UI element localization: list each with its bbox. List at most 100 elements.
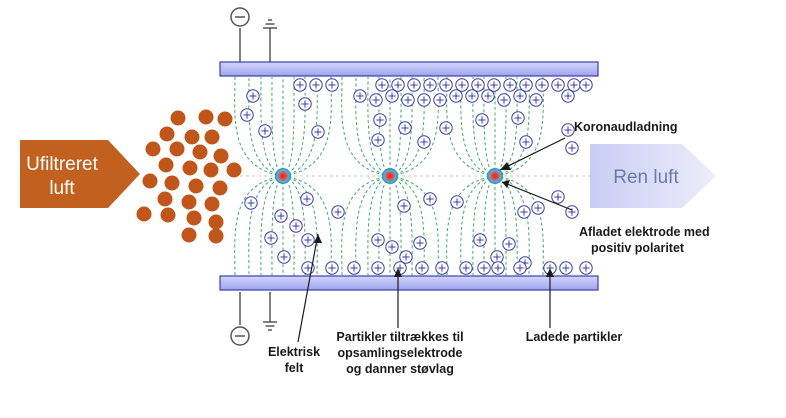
field-label-line2: felt	[285, 361, 305, 375]
charged-particle	[449, 89, 463, 103]
field-line	[355, 76, 391, 177]
field-line	[355, 175, 391, 277]
inlet-label-line2: luft	[49, 178, 75, 199]
corona-electrode-2	[382, 168, 398, 184]
charged-particle	[502, 237, 516, 251]
field-line	[472, 175, 496, 277]
bottom-ground-icon	[263, 292, 277, 331]
charged-particle	[491, 261, 505, 275]
charged-particle	[551, 78, 565, 92]
dust-particle	[160, 207, 176, 223]
dust-particle	[212, 180, 228, 196]
dust-particle	[217, 111, 233, 127]
charged-particle	[293, 78, 307, 92]
dust-particle	[182, 160, 198, 176]
bottom-terminal-group	[230, 292, 277, 346]
dust-particle	[157, 191, 173, 207]
charged-particle	[398, 121, 412, 135]
charged-particle	[433, 93, 447, 107]
electrode-label-line1: Afladet elektrode med	[579, 225, 710, 239]
dust-particle	[136, 206, 152, 222]
dust-particle	[203, 162, 219, 178]
callout-arrowheads	[314, 162, 554, 277]
corona-label: Koronaudladning	[574, 120, 677, 134]
charged-particle	[309, 78, 323, 92]
outlet-label: Ren luft	[613, 167, 679, 188]
charged-label: Ladede partikler	[526, 330, 623, 344]
charged-particle	[240, 108, 254, 122]
charged-particle	[417, 93, 431, 107]
charged-particle	[399, 250, 413, 264]
charged-particle	[371, 261, 385, 275]
charged-particle	[481, 89, 495, 103]
charged-particle	[535, 78, 549, 92]
charged-particle	[371, 133, 385, 147]
field-label-line1: Elektrisk	[268, 345, 320, 359]
dust-particle	[198, 109, 214, 125]
charged-particle	[551, 190, 565, 204]
field-line	[494, 76, 518, 177]
charged-particle	[459, 261, 473, 275]
charged-particle	[401, 93, 415, 107]
inlet-label-line1: Ufiltreret	[26, 154, 99, 175]
attract-label-line1: Partikler tiltrækkes til	[336, 330, 463, 344]
inlet-arrow: Ufiltreret luft	[20, 140, 140, 208]
charged-particle	[519, 78, 533, 92]
charged-particle	[511, 111, 525, 125]
dust-particle	[192, 144, 208, 160]
field-line	[460, 175, 496, 277]
corona-electrode-3	[487, 168, 503, 184]
corona-electrode-1	[275, 168, 291, 184]
charged-particle	[471, 78, 485, 92]
dust-particle	[188, 178, 204, 194]
charged-particle	[407, 78, 421, 92]
field-line	[234, 175, 284, 277]
attract-label-line2: opsamlingselektrode	[337, 346, 462, 360]
dust-particle	[142, 173, 158, 189]
charged-particle	[561, 89, 575, 103]
field-line	[494, 76, 507, 177]
charged-particle	[289, 219, 303, 233]
charged-particle	[413, 236, 427, 250]
charged-particle	[325, 78, 339, 92]
dust-particle	[208, 228, 224, 244]
charged-particle	[369, 93, 383, 107]
field-line	[341, 175, 391, 277]
charged-particle	[567, 78, 581, 92]
charged-particle	[497, 93, 511, 107]
charged-particle	[325, 261, 339, 275]
charged-particle	[417, 135, 431, 149]
charged-particle	[531, 201, 545, 215]
dust-particles	[136, 109, 242, 244]
charged-particle	[561, 123, 575, 137]
field-line	[260, 175, 284, 277]
field-line	[378, 175, 391, 277]
charged-particle	[559, 261, 573, 275]
charged-particle	[435, 261, 449, 275]
charged-particle	[503, 78, 517, 92]
dust-particle	[145, 141, 161, 157]
charged-particle	[565, 141, 579, 155]
dust-particle	[181, 194, 197, 210]
field-line	[260, 76, 284, 177]
top-ground-icon	[263, 19, 277, 62]
field-line	[282, 76, 318, 177]
dust-particle	[170, 110, 186, 126]
dust-particle	[213, 148, 229, 164]
field-line	[389, 76, 425, 177]
charged-particle	[385, 240, 399, 254]
field-line	[389, 175, 402, 277]
charged-particle	[300, 192, 314, 206]
charged-particle	[371, 233, 385, 247]
charged-particle	[311, 125, 325, 139]
charged-particle	[391, 78, 405, 92]
charged-particle	[450, 195, 464, 209]
field-line	[282, 76, 295, 177]
charged-particle	[579, 261, 593, 275]
charged-particle	[490, 250, 504, 264]
field-line	[446, 175, 496, 277]
top-collector-plate	[219, 61, 599, 77]
dust-particle	[208, 214, 224, 230]
dust-particle	[158, 157, 174, 173]
